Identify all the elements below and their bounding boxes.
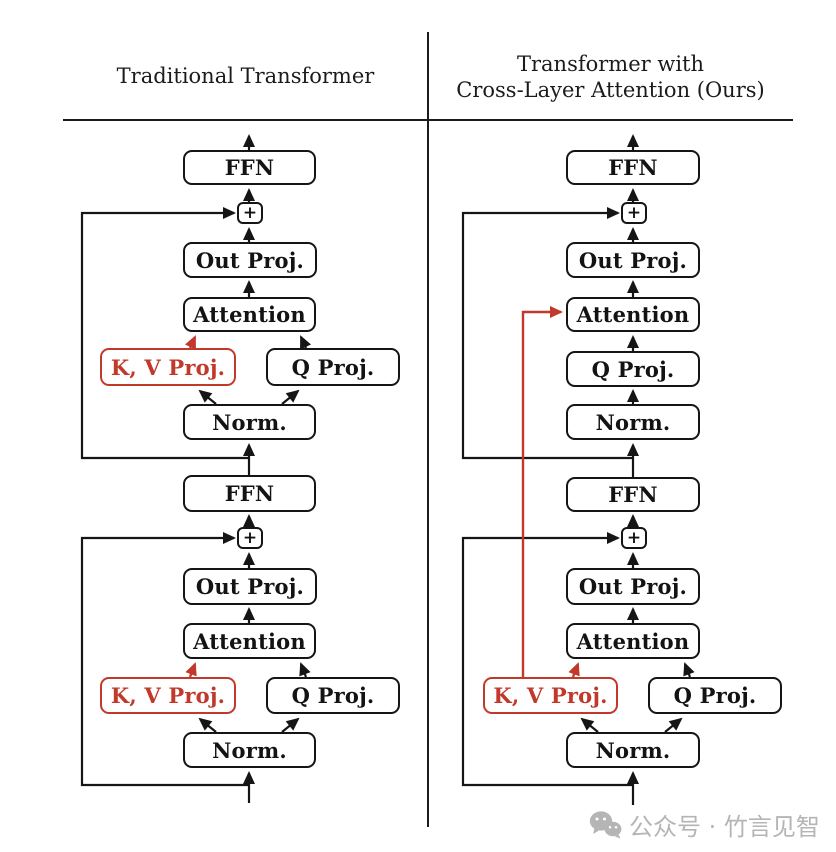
right-top-norm-box: Norm. (566, 404, 700, 440)
cross-layer-kv-path (521, 306, 563, 677)
left-top-out-proj-box: Out Proj. (183, 242, 317, 278)
arrow-left-bot-kv-to-att (185, 662, 197, 678)
right-bot-out-proj-box: Out Proj. (566, 568, 700, 605)
right-bot-attention-box: Attention (566, 623, 700, 659)
wechat-icon (589, 811, 622, 839)
right-top-add-box: + (621, 202, 647, 224)
arrow-right-bot-kv-to-att (568, 662, 580, 678)
right-bot-norm-box: Norm. (566, 732, 700, 768)
right-panel-title-line2: Cross-Layer Attention (Ours) (456, 78, 765, 102)
left-bot-ffn-box: FFN (183, 475, 316, 512)
left-bot-q-proj-box: Q Proj. (266, 677, 400, 714)
right-bot-add-box: + (621, 527, 647, 549)
left-top-norm-box: Norm. (183, 404, 316, 440)
left-top-q-proj-box: Q Proj. (266, 348, 400, 386)
right-top-attention-box: Attention (566, 297, 700, 332)
left-bot-kv-proj-box: K, V Proj. (100, 677, 236, 714)
arrow-left-top-norm-to-kv (198, 389, 217, 405)
arrow-left-bot-norm-to-q (281, 717, 300, 733)
right-panel-title: Transformer with Cross-Layer Attention (… (433, 51, 788, 103)
left-top-add-box: + (237, 202, 263, 224)
left-bot-norm-box: Norm. (183, 732, 316, 768)
left-top-ffn-box: FFN (183, 150, 316, 185)
arrow-left-top-norm-to-q (281, 389, 300, 405)
arrow-left-top-kv-to-att (184, 335, 197, 350)
arrow-left-bot-q-to-att (299, 662, 311, 678)
right-bot-ffn-box: FFN (566, 477, 700, 512)
left-bot-out-proj-box: Out Proj. (183, 568, 317, 605)
arrow-right-bot-norm-to-kv (580, 717, 599, 733)
right-top-q-proj-box: Q Proj. (566, 351, 700, 387)
left-panel-title: Traditional Transformer (116, 64, 375, 88)
arrow-left-bot-norm-to-kv (198, 717, 217, 733)
left-bot-add-box: + (237, 527, 263, 549)
right-panel-title-line1: Transformer with (516, 52, 705, 76)
right-bot-kv-proj-box: K, V Proj. (483, 677, 618, 714)
arrow-left-top-q-to-att (299, 335, 312, 350)
right-top-ffn-box: FFN (566, 150, 700, 185)
watermark: 公众号 · 竹言见智 (589, 807, 820, 842)
left-top-kv-proj-box: K, V Proj. (100, 348, 236, 386)
arrow-right-bot-norm-to-q (664, 717, 683, 733)
arrow-right-bot-q-to-att (683, 662, 695, 678)
column-divider (427, 32, 429, 827)
right-bot-q-proj-box: Q Proj. (648, 677, 782, 714)
left-top-attention-box: Attention (183, 297, 316, 332)
right-top-out-proj-box: Out Proj. (566, 242, 700, 278)
watermark-text: 公众号 · 竹言见智 (629, 813, 820, 841)
left-bot-attention-box: Attention (183, 623, 316, 659)
